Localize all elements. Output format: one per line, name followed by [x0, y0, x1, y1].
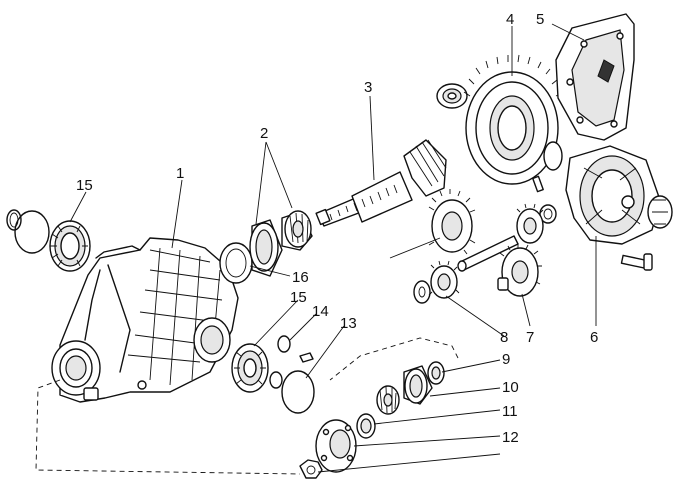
thrust-washer-8 — [413, 280, 431, 304]
case-bolt — [620, 253, 653, 271]
bearing-15-right — [231, 343, 269, 393]
seal-11 — [356, 413, 376, 439]
washer-9 — [427, 361, 445, 385]
callout-6: 6 — [590, 329, 598, 346]
bearing-cup-10 — [403, 365, 433, 405]
callout-15-right: 15 — [290, 289, 307, 306]
callout-3: 3 — [364, 79, 372, 96]
callout-9: 9 — [502, 351, 510, 368]
callouts: 1 2 3 4 5 6 7 8 9 10 11 12 13 14 15 15 1… — [76, 11, 598, 446]
callout-7: 7 — [526, 329, 534, 346]
callout-11: 11 — [502, 403, 518, 420]
differential-case-6 — [532, 141, 673, 245]
bearing-cone-10 — [376, 385, 400, 415]
left-o-ring — [14, 210, 50, 254]
side-gear-7 — [497, 243, 542, 297]
cover-5 — [555, 13, 635, 141]
assembly-path — [35, 337, 459, 475]
callout-12: 12 — [502, 429, 519, 446]
left-snap-ring — [6, 209, 22, 231]
spacer-14 — [277, 335, 314, 363]
pinion-bearing — [436, 83, 468, 109]
flange-12 — [315, 419, 357, 473]
nut-12 — [299, 459, 323, 479]
leader-lines — [69, 23, 597, 473]
callout-5: 5 — [536, 11, 544, 28]
small-ring-right — [269, 371, 283, 389]
ring-gear-4 — [463, 54, 563, 185]
differential-housing — [59, 237, 239, 403]
callout-16: 16 — [292, 269, 309, 286]
callout-10: 10 — [502, 379, 519, 396]
spider-gear-upper — [516, 203, 544, 244]
side-gear-left — [428, 189, 476, 255]
callout-1: 1 — [176, 165, 184, 182]
pinion-shaft-3 — [315, 139, 447, 227]
bearing-cup-2 — [249, 219, 283, 277]
callout-2: 2 — [260, 125, 268, 142]
callout-14: 14 — [312, 303, 329, 320]
callout-4: 4 — [506, 11, 514, 28]
callout-13: 13 — [340, 315, 357, 332]
callout-8: 8 — [500, 329, 508, 346]
left-bearing — [49, 220, 91, 272]
bearing-cone-2 — [281, 210, 313, 251]
o-ring-13 — [281, 370, 315, 414]
seal-16 — [219, 242, 253, 284]
spider-gear-8 — [428, 260, 460, 299]
housing-output-flange — [51, 340, 147, 401]
callout-15-left: 15 — [76, 177, 93, 194]
